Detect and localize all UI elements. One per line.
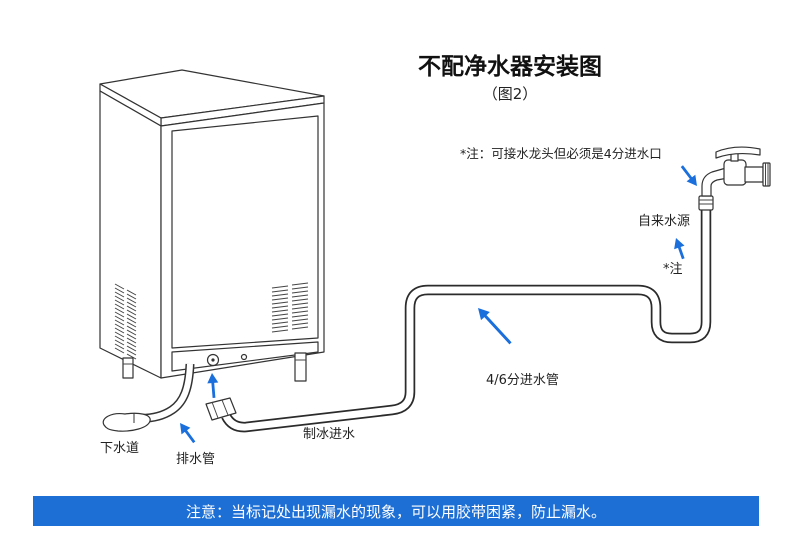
faucet-pipe — [744, 166, 764, 183]
faucet-thread — [762, 162, 771, 187]
faucet-handle — [715, 146, 761, 159]
faucet-icon — [698, 146, 771, 211]
vent-left-side — [114, 283, 137, 360]
water-inlet-hose — [221, 208, 712, 433]
ice-water-inlet-label: 制冰进水 — [303, 427, 355, 442]
indicator-light — [240, 353, 248, 361]
machine-door — [171, 115, 319, 349]
arrow-to-drain-hose-icon — [180, 423, 196, 444]
marker-note-label: *注 — [663, 262, 683, 277]
drain-hose-label: 排水管 — [176, 452, 215, 467]
notice-banner-text: 注意：当标记处出现漏水的现象，可以用胶带困紧，防止漏水。 — [186, 503, 606, 521]
machine-foot-left — [122, 357, 134, 379]
arrow-shape — [674, 238, 685, 260]
sewer-outlet — [102, 412, 151, 432]
machine-foot-right — [294, 352, 307, 382]
control-knob-center — [211, 358, 215, 362]
notice-banner-bg — [33, 496, 759, 526]
vent-front — [271, 282, 309, 333]
arrow-shape — [478, 308, 512, 345]
diagram-title: 不配净水器安装图 — [418, 53, 602, 80]
arrow-shape — [207, 373, 219, 399]
faucet-spout — [701, 167, 729, 197]
sewer-label: 下水道 — [100, 441, 139, 456]
diagram-subtitle: （图2） — [483, 85, 538, 103]
arrow-marker-note-icon — [674, 238, 685, 260]
ice-machine — [99, 69, 325, 382]
faucet-note-label: *注：可接水龙头但必须是4分进水口 — [460, 146, 662, 161]
inlet-connector — [205, 397, 237, 421]
faucet-body — [723, 159, 747, 186]
inlet-hose-label: 4/6分进水管 — [486, 373, 559, 388]
arrow-to-inlet-hose-icon — [478, 308, 512, 345]
arrow-to-faucet-icon — [680, 165, 697, 186]
hose-nut — [698, 195, 714, 211]
tap-water-source-label: 自来水源 — [638, 214, 690, 229]
machine-left-side — [99, 90, 162, 379]
arrow-to-machine-inlet-icon — [207, 373, 219, 399]
notice-banner: 注意：当标记处出现漏水的现象，可以用胶带困紧，防止漏水。 — [33, 496, 759, 526]
arrow-shape — [680, 165, 697, 186]
arrow-shape — [180, 423, 196, 444]
